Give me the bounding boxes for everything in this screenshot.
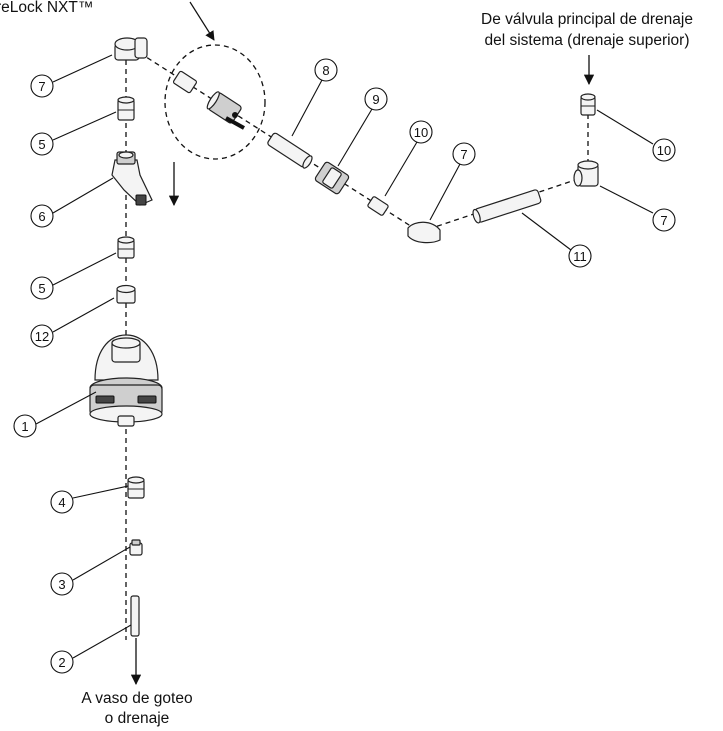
nipple-upper: [117, 96, 135, 121]
small-compression-fitting: [129, 539, 143, 556]
pipe-nipple-horizontal: [267, 132, 313, 169]
union-fitting: [314, 161, 350, 195]
callout-5-lower: 5: [30, 276, 54, 300]
callout-6: 6: [30, 204, 54, 228]
elbow-fitting-middle: [407, 221, 441, 244]
callout-number: 7: [38, 79, 45, 94]
callout-10-right: 10: [652, 138, 676, 162]
callout-10-middle: 10: [409, 120, 433, 144]
top-right-label-line1: De válvula principal de drenaje: [481, 11, 693, 28]
elbow-fitting-right: [573, 160, 599, 187]
nipple-lower: [117, 236, 135, 259]
long-pipe-nipple: [472, 189, 542, 224]
bushing: [116, 284, 136, 304]
callout-number: 3: [58, 577, 65, 592]
callout-number: 4: [58, 495, 65, 510]
callout-leaders: [35, 54, 654, 659]
callout-12: 12: [30, 324, 54, 348]
callout-number: 10: [414, 125, 428, 140]
callout-1: 1: [13, 414, 37, 438]
drain-tube: [130, 595, 140, 637]
ball-valve: [172, 70, 245, 130]
callout-number: 2: [58, 655, 65, 670]
callout-number: 7: [460, 147, 467, 162]
callout-number: 7: [660, 213, 667, 228]
callout-3: 3: [50, 572, 74, 596]
pointer-arrow-top: [189, 1, 215, 41]
callout-number: 12: [35, 329, 49, 344]
callout-5-upper: 5: [30, 132, 54, 156]
callout-number: 11: [573, 249, 587, 264]
nipple-right: [580, 93, 596, 116]
callout-9: 9: [364, 87, 388, 111]
top-right-label-line2: del sistema (drenaje superior): [484, 32, 689, 49]
callout-number: 6: [38, 209, 45, 224]
callout-number: 5: [38, 137, 45, 152]
nipple-horizontal-short: [367, 196, 389, 216]
bottom-label-line1: A vaso de goteo: [81, 690, 192, 707]
callout-7-middle: 7: [452, 142, 476, 166]
callout-4: 4: [50, 490, 74, 514]
bottom-label-line2: o drenaje: [105, 710, 170, 727]
top-left-label: reLock NXT™: [0, 0, 93, 16]
elbow-fitting-top-left: [114, 37, 148, 61]
callout-number: 8: [322, 63, 329, 78]
callout-number: 10: [657, 143, 671, 158]
y-strainer: [111, 151, 153, 206]
callout-8: 8: [314, 58, 338, 82]
valve-body: [89, 334, 163, 427]
adapter-fitting: [127, 476, 145, 499]
callout-7-top-left: 7: [30, 74, 54, 98]
callout-number: 5: [38, 281, 45, 296]
callout-number: 9: [372, 92, 379, 107]
callout-7-right: 7: [652, 208, 676, 232]
callout-11: 11: [568, 244, 592, 268]
callout-2: 2: [50, 650, 74, 674]
callout-number: 1: [21, 419, 28, 434]
